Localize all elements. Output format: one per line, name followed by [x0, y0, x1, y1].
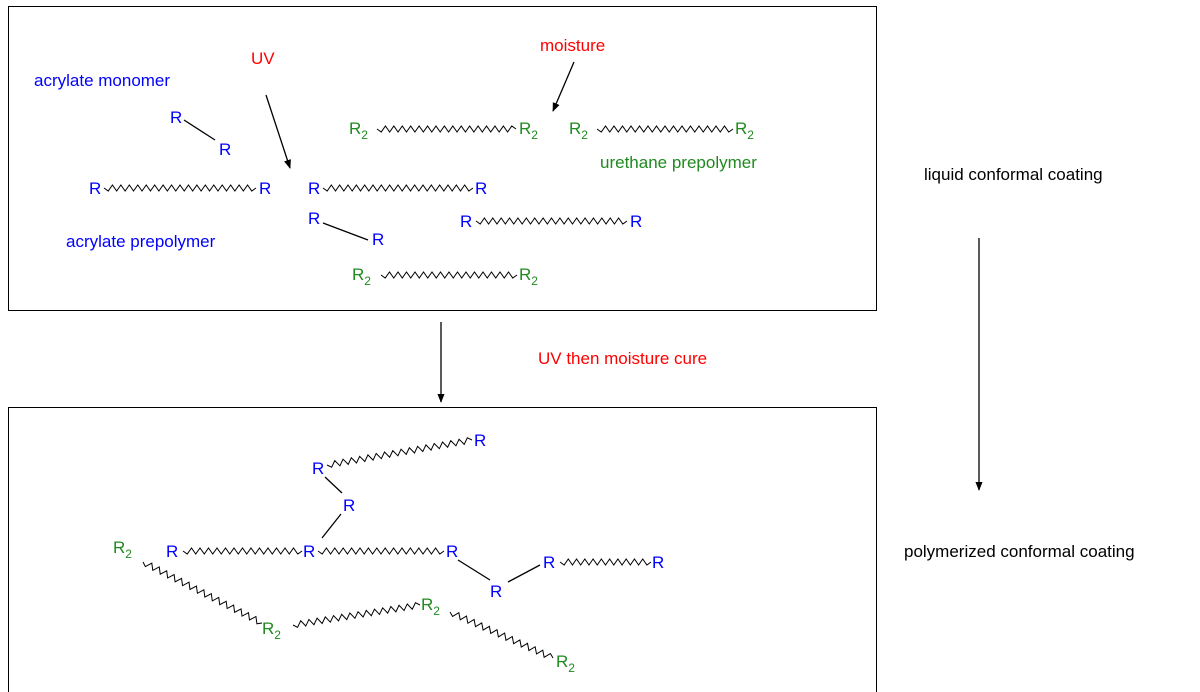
r-group: R	[543, 553, 555, 572]
r2-group: R2	[735, 119, 754, 142]
urethane-prepolymer-chain: R2 R2	[352, 265, 538, 288]
single-bond	[457, 559, 491, 581]
polymer-chain	[326, 437, 473, 468]
urethane-prepolymer-label: urethane prepolymer	[600, 153, 757, 172]
r-group: R	[372, 230, 384, 249]
cure-condition-label: UV then moisture cure	[538, 349, 707, 368]
acrylate-prepolymer-label: acrylate prepolymer	[66, 232, 216, 251]
acrylate-monomer-top: R R	[170, 108, 231, 159]
single-bond	[321, 513, 342, 539]
polymer-chain	[322, 184, 474, 192]
acrylate-prepolymer-chain: R R	[460, 212, 642, 231]
moisture-label: moisture	[540, 36, 605, 55]
polymer-chain	[103, 184, 257, 192]
polymerized-coating-label: polymerized conformal coating	[904, 542, 1135, 561]
moisture-arrow	[552, 61, 575, 112]
single-bond	[322, 222, 369, 241]
single-bond	[324, 476, 343, 494]
uv-label: UV	[251, 49, 275, 68]
r-group: R	[219, 140, 231, 159]
polymer-chain	[475, 217, 628, 225]
r-group: R	[343, 496, 355, 515]
polymer-chain	[596, 125, 734, 133]
r-group: R	[166, 542, 178, 561]
polymer-chain	[376, 125, 517, 133]
r-group: R	[630, 212, 642, 231]
r-group: R	[312, 459, 324, 478]
r-group: R	[89, 179, 101, 198]
r-group: R	[474, 431, 486, 450]
polymer-chain	[292, 602, 421, 628]
polymerized-coating-box	[8, 407, 877, 692]
polymer-chain	[142, 561, 263, 625]
r-group: R	[303, 542, 315, 561]
r-group: R	[460, 212, 472, 231]
r2-group: R2	[421, 595, 440, 618]
r-group: R	[652, 553, 664, 572]
r-group: R	[446, 542, 458, 561]
acrylate-prepolymer-chain: R R	[89, 179, 271, 198]
r-group: R	[170, 108, 182, 127]
liquid-coating-box	[8, 6, 877, 311]
polymer-network: R R R R R R R R R R2 R2 R2 R2	[113, 431, 664, 675]
r-group: R	[475, 179, 487, 198]
polymer-chain	[380, 271, 518, 279]
r-group: R	[308, 179, 320, 198]
r2-group: R2	[113, 538, 132, 561]
acrylate-monomer-top: R R	[308, 209, 384, 249]
r2-group: R2	[262, 619, 281, 642]
acrylate-prepolymer-chain: R R	[308, 179, 487, 198]
r-group: R	[308, 209, 320, 228]
r2-group: R2	[569, 119, 588, 142]
single-bond	[183, 119, 216, 141]
r2-group: R2	[556, 652, 575, 675]
acrylate-monomer-label: acrylate monomer	[34, 71, 170, 90]
r2-group: R2	[349, 119, 368, 142]
uv-arrow	[265, 94, 291, 169]
urethane-prepolymer-chain: R2 R2	[349, 119, 538, 142]
polymer-chain	[449, 611, 554, 659]
polymer-chain	[317, 547, 445, 555]
r-group: R	[490, 582, 502, 601]
r2-group: R2	[519, 265, 538, 288]
polymer-chain	[559, 558, 652, 566]
urethane-prepolymer-chain: R2 R2	[569, 119, 754, 142]
liquid-coating-label: liquid conformal coating	[924, 165, 1103, 184]
single-bond	[507, 564, 541, 583]
r-group: R	[259, 179, 271, 198]
r2-group: R2	[352, 265, 371, 288]
r2-group: R2	[519, 119, 538, 142]
polymer-chain	[182, 547, 303, 555]
